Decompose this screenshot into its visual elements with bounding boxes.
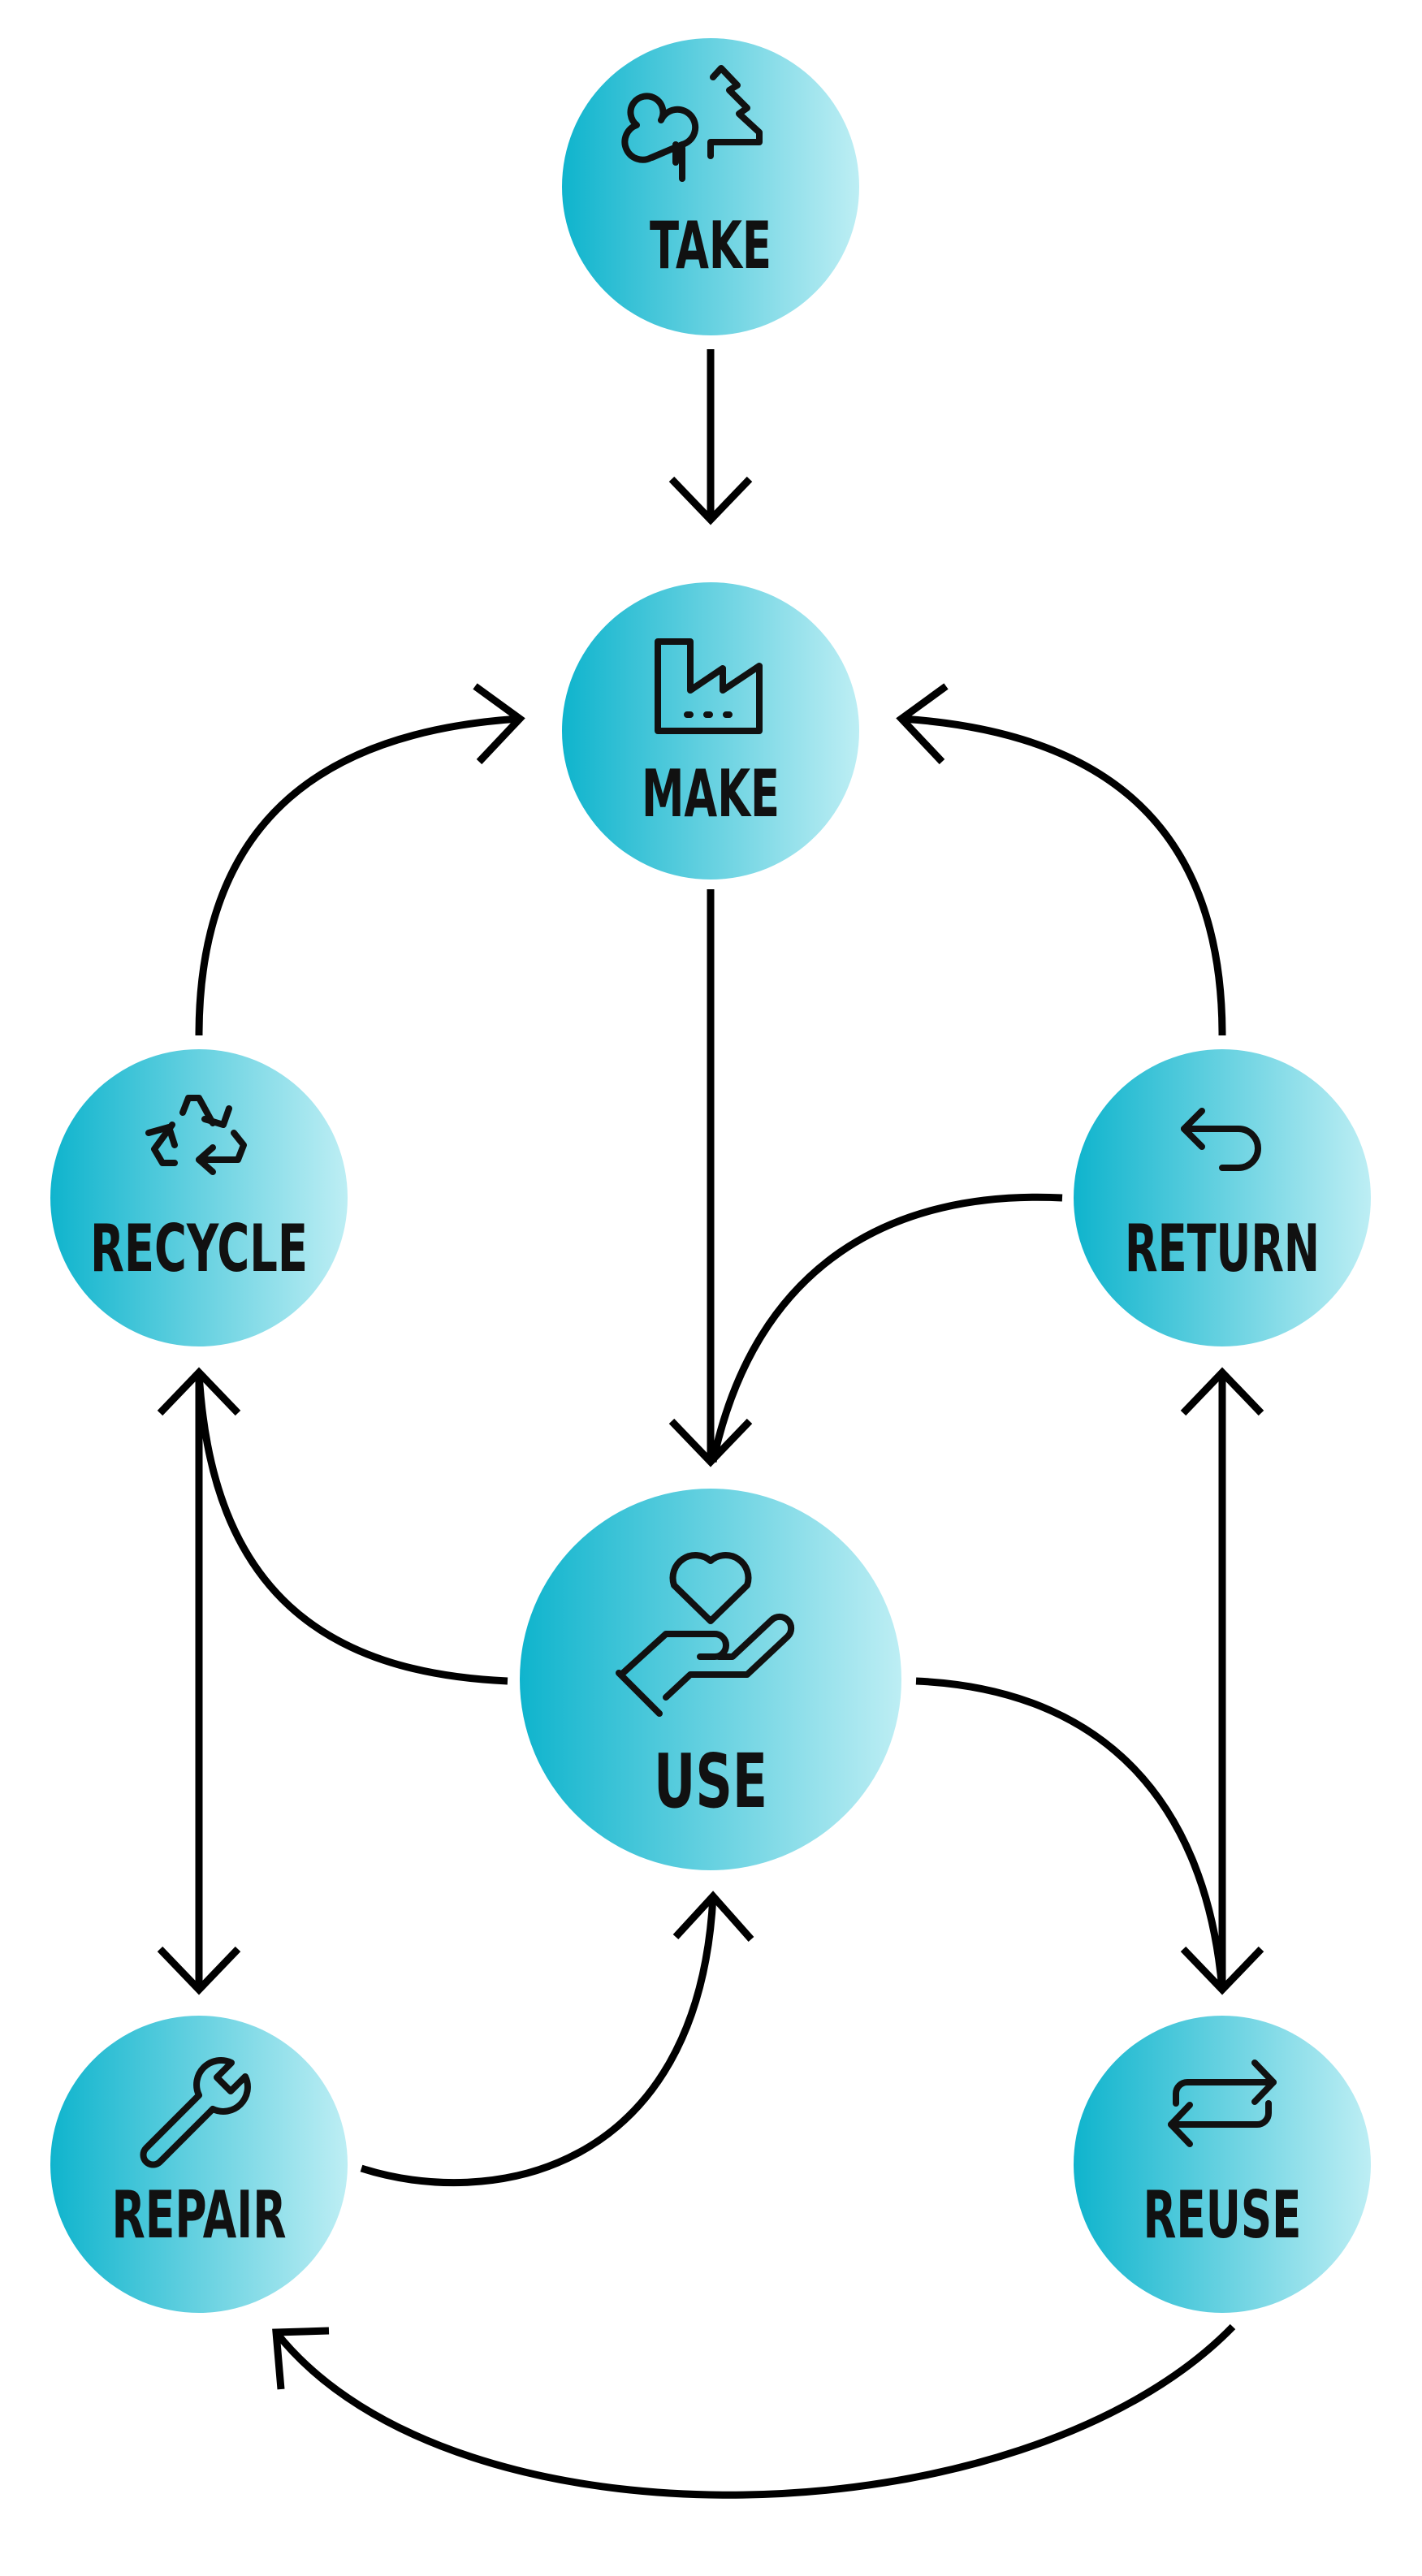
node-reuse: REUSE [1074, 2016, 1371, 2313]
node-recycle-label: RECYCLE [90, 1211, 308, 1286]
edge-return-to-use [709, 1193, 1063, 1463]
node-take: TAKE [562, 38, 859, 335]
node-return-circle [1074, 1049, 1371, 1346]
heart-in-hand-icon [616, 1552, 795, 1717]
node-repair: REPAIR [50, 2016, 348, 2313]
edge-repair-to-use [360, 1891, 754, 2187]
node-return: RETURN [1074, 1049, 1371, 1346]
edge-recycle-to-make [195, 683, 525, 1036]
edge-use-to-recycle [195, 1372, 508, 1685]
node-reuse-circle [1074, 2016, 1371, 2313]
node-repair-circle [50, 2016, 348, 2313]
factory-icon [655, 638, 763, 734]
node-make-label: MAKE [642, 756, 780, 832]
node-reuse-label: REUSE [1143, 2177, 1302, 2253]
edge-return-to-make [896, 683, 1226, 1036]
node-recycle-circle [50, 1049, 348, 1346]
edge-make-to-use [668, 889, 753, 1467]
node-recycle: RECYCLE [50, 1049, 348, 1346]
recycle-icon [145, 1095, 247, 1175]
node-use: USE [520, 1489, 901, 1870]
node-repair-label: REPAIR [112, 2177, 287, 2253]
edge-use-to-reuse [915, 1677, 1226, 1990]
node-return-label: RETURN [1125, 1211, 1320, 1286]
node-use-label: USE [654, 1738, 767, 1825]
node-make: MAKE [562, 582, 859, 880]
node-take-label: TAKE [650, 208, 772, 283]
edge-take-to-make [668, 349, 753, 525]
wrench-icon [140, 2057, 251, 2168]
edge-recycle-repair-bidirectional [157, 1367, 241, 1995]
trees-icon [621, 65, 763, 182]
edge-reuse-to-repair [272, 2323, 1236, 2499]
edges [157, 349, 1264, 2499]
edge-return-reuse-bidirectional [1180, 1367, 1264, 1995]
node-use-circle [520, 1489, 901, 1870]
swap-arrows-icon [1168, 2060, 1277, 2147]
return-arrow-icon [1181, 1108, 1261, 1171]
node-take-circle [562, 38, 859, 335]
